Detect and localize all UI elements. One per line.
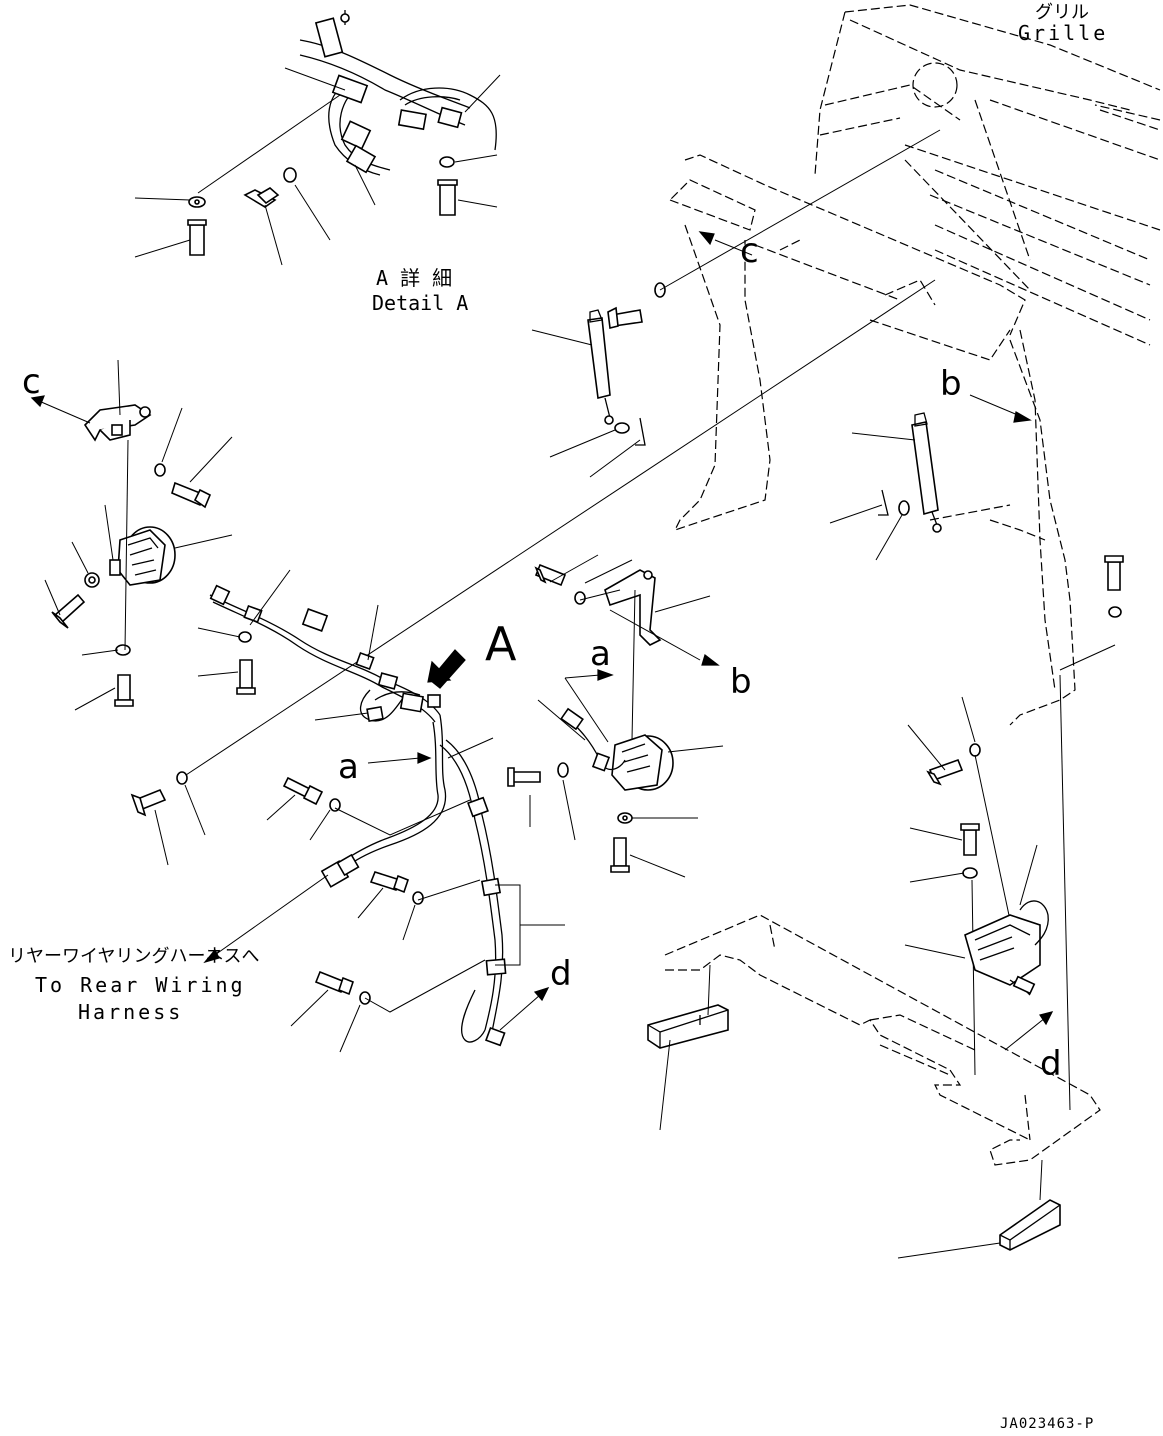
arrow-rear-harness-head <box>203 948 220 964</box>
left-bracket <box>83 404 152 442</box>
detail-a-fasteners <box>187 156 458 256</box>
detail-a-harness <box>299 10 497 176</box>
ref-b-frame: b <box>940 364 962 404</box>
ref-A-detail: A <box>485 617 517 671</box>
ref-c-left: c <box>22 362 41 402</box>
grille-outline <box>814 4 1161 346</box>
rear-harness-label-jp: リヤーワイヤリングハーネスへ <box>8 946 259 967</box>
bottom-lamp <box>964 900 1049 996</box>
arrow-c-frame-head <box>698 231 715 246</box>
ref-b-center: b <box>730 662 752 702</box>
drawing-number: JA023463-P <box>1000 1416 1094 1432</box>
rear-harness-label-en-1: To Rear Wiring <box>35 973 246 997</box>
right-block <box>897 1159 1061 1259</box>
arrow-c-left-head <box>30 395 45 408</box>
ref-a-left: a <box>338 747 359 787</box>
strut-leaders <box>531 129 941 561</box>
arrow-a-detail-head <box>427 660 452 683</box>
arrow-b-center-head <box>701 653 720 666</box>
left-block <box>647 964 729 1131</box>
detail-a-label-jp: A 詳 細 <box>376 266 452 290</box>
center-lamp <box>560 707 674 791</box>
arrow-d-harness-head <box>533 987 550 1002</box>
left-leaders <box>31 279 936 866</box>
arrow-d-base-shaft <box>1004 1017 1046 1051</box>
ref-c-frame: c <box>740 231 759 271</box>
arrow-c-frame-shaft <box>714 239 753 256</box>
grille-label-jp: グリル <box>1035 2 1089 23</box>
detail-a-leaders <box>134 67 501 266</box>
center-fasteners <box>507 563 633 873</box>
base-frame-outline <box>664 914 1101 1166</box>
right-fasteners <box>926 555 1124 879</box>
right-leaders <box>907 644 1116 1111</box>
ref-d-harness: d <box>550 954 572 994</box>
arrow-b-frame-head <box>1013 411 1032 423</box>
harness-fasteners <box>282 776 424 1005</box>
rear-harness-label-en-2: Harness <box>78 1000 183 1024</box>
ref-a-center: a <box>590 634 611 674</box>
detail-a-label-en: Detail A <box>372 291 468 315</box>
main-wiring-harness <box>209 584 507 1047</box>
frame-outline <box>669 154 1076 726</box>
arrow-a-left-head <box>417 752 432 764</box>
left-lamp <box>109 526 176 586</box>
left-gas-spring <box>587 282 666 446</box>
center-leaders <box>529 554 724 878</box>
center-bracket <box>604 569 662 646</box>
arrow-a-center-head <box>597 669 614 681</box>
left-fasteners <box>51 463 256 817</box>
ref-d-base: d <box>1040 1044 1062 1084</box>
grille-label-en: Grille <box>1018 21 1108 45</box>
harness-leaders <box>249 569 565 1053</box>
arrow-d-base-head <box>1039 1011 1054 1026</box>
right-gas-spring <box>878 412 942 533</box>
